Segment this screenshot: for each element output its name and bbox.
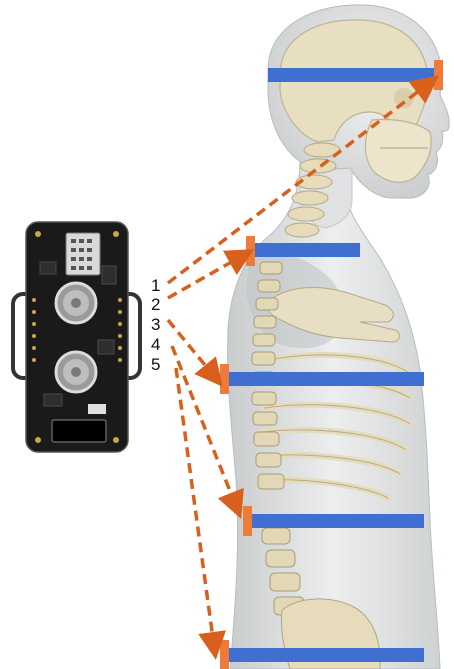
sensor-label-5: 5	[151, 356, 160, 373]
sensor-marker-5	[220, 640, 229, 669]
band-2	[252, 243, 360, 257]
board-bottom-window	[52, 420, 106, 442]
body-illustration	[228, 5, 450, 669]
board-switch	[88, 404, 106, 414]
pressure-sensor-1	[56, 283, 96, 323]
sensor-marker-4	[243, 506, 252, 536]
arrow-3	[168, 320, 214, 376]
sensor-label-1: 1	[151, 277, 160, 294]
band-3	[228, 372, 424, 386]
sensor-marker-2	[246, 236, 255, 266]
sensor-label-3: 3	[151, 316, 160, 333]
band-5	[228, 648, 424, 662]
sensor-marker-1	[434, 60, 443, 90]
sensor-label-2: 2	[151, 296, 160, 313]
sensor-marker-3	[220, 364, 229, 394]
band-1	[268, 68, 438, 82]
sensor-label-4: 4	[151, 336, 160, 353]
band-4	[250, 514, 424, 528]
arrow-5	[176, 368, 214, 646]
sensor-board	[13, 222, 140, 452]
pressure-sensor-2	[56, 352, 96, 392]
arrow-2	[168, 256, 242, 298]
